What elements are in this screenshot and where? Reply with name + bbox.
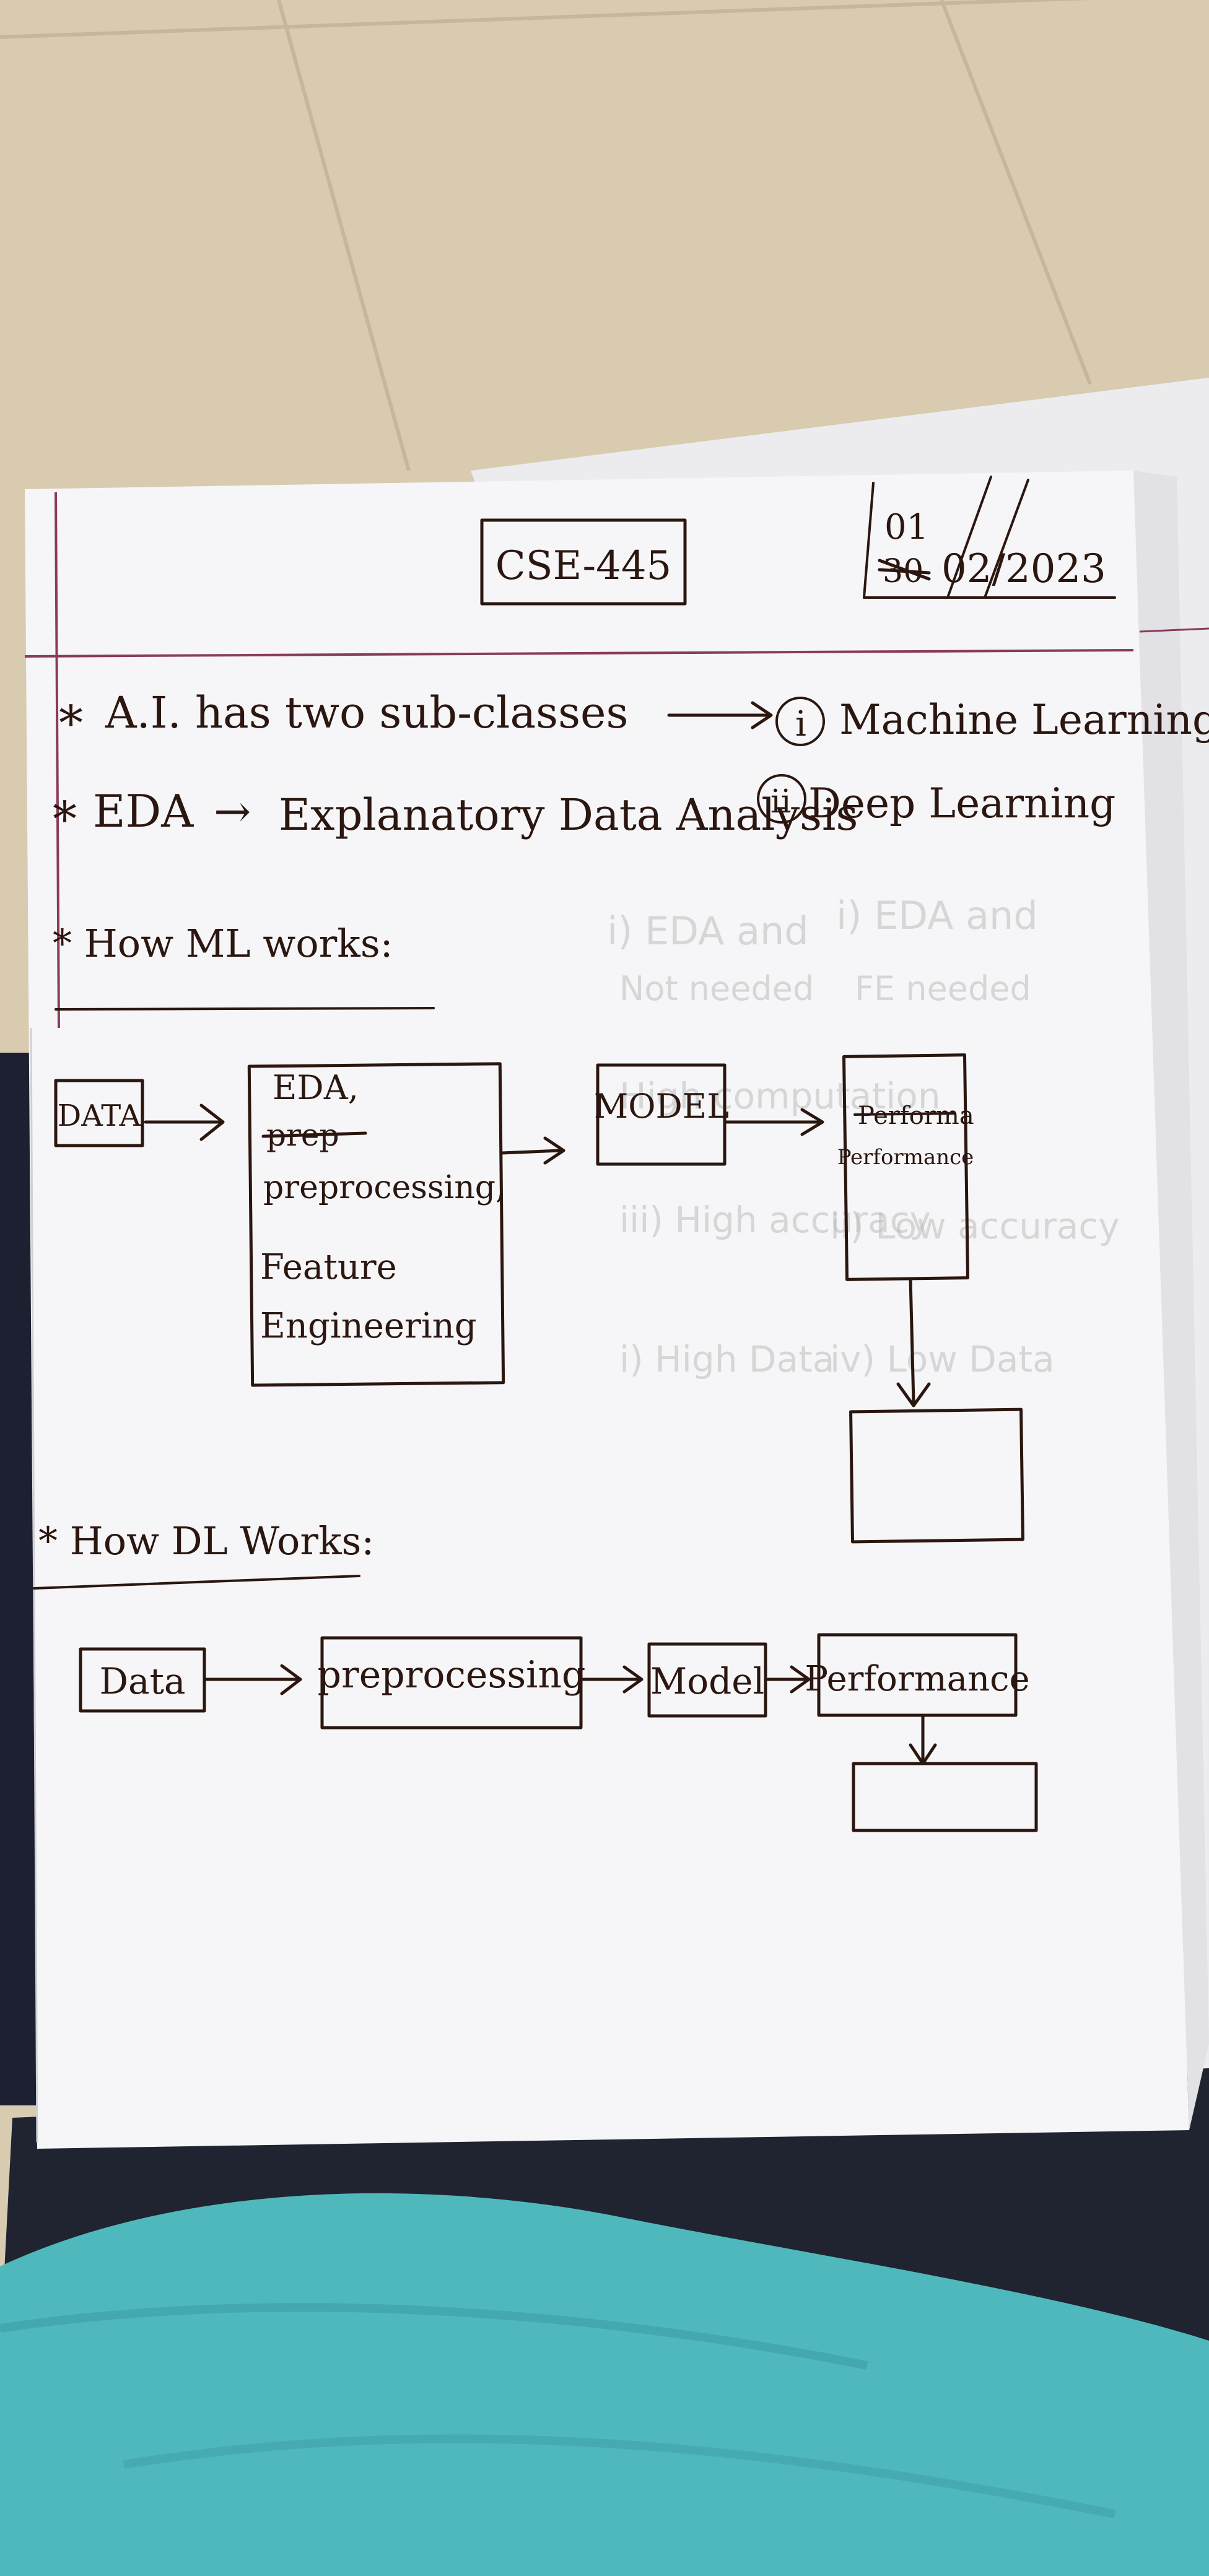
course-code-box	[480, 518, 687, 606]
ml-flow-diagram: DATA EDA, prep preprocessing, Feature En…	[54, 1053, 1024, 1544]
bleed-through: i) EDA and i) EDA and Not needed FE need…	[607, 893, 1120, 1380]
cloth-fold	[123, 2434, 1116, 2518]
dl-data-label: Data	[100, 1660, 186, 1702]
date-block: 01 30 02/2023	[863, 476, 1116, 599]
dl-performance-box	[817, 1633, 1018, 1717]
ml-model-box	[596, 1063, 727, 1166]
option-marker-circle	[757, 774, 806, 824]
option1-machine-learning: Machine Learning	[839, 696, 1209, 744]
ml-data-box	[54, 1079, 144, 1147]
arrow-head	[896, 1382, 931, 1408]
header-line-ext	[1139, 627, 1209, 633]
ml-process-engineering: Engineering	[260, 1306, 477, 1346]
date-day: 01	[884, 507, 928, 547]
cloth-fold	[0, 2303, 868, 2370]
ml-heading-underline	[55, 1007, 435, 1011]
option2-marker: ii	[770, 783, 791, 820]
bullet-star: *	[53, 792, 77, 848]
dl-output-box	[852, 1762, 1038, 1832]
arrow-glyph: →	[214, 785, 251, 837]
dl-model-box	[647, 1642, 767, 1718]
margin-line	[30, 1027, 38, 2143]
option1-marker: i	[795, 704, 806, 744]
ml-process-feature: Feature	[260, 1247, 397, 1287]
svg-text:Not needed: Not needed	[619, 969, 814, 1008]
option2-deep-learning: Deep Learning	[808, 780, 1115, 827]
bullet-star: *	[59, 696, 83, 752]
ai-subclasses-note: * A.I. has two sub-classes i Machine Lea…	[59, 687, 1209, 827]
ml-output-box	[849, 1408, 1024, 1544]
svg-text:ii) Low accuracy: ii) Low accuracy	[830, 1205, 1120, 1247]
ml-performance-box	[842, 1053, 970, 1281]
date-rest: 02/2023	[941, 546, 1106, 592]
margin-line	[55, 492, 60, 1029]
dl-preprocessing-label: preprocessing	[318, 1653, 586, 1697]
arrow-head	[751, 701, 773, 729]
eda-note: * EDA → Explanatory Data Analysis	[53, 785, 858, 848]
ml-performance-struck: Performa	[858, 1102, 974, 1130]
arrow-shaft	[500, 1149, 562, 1155]
dl-section-heading: * How DL Works:	[38, 1518, 374, 1564]
dl-flow-diagram: Data preprocessing Model Performance	[79, 1633, 1038, 1832]
arrow-head	[622, 1665, 644, 1694]
eda-abbr: EDA	[93, 785, 194, 837]
arrow-shaft	[909, 1277, 915, 1404]
strikethrough-mark	[853, 1112, 955, 1116]
floor-tile-seam	[0, 0, 1088, 39]
ai-subclasses-text: A.I. has two sub-classes	[105, 687, 628, 738]
floor-tile-seam	[940, 0, 1092, 385]
ml-process-box	[247, 1062, 505, 1387]
ml-process-eda: EDA,	[273, 1068, 359, 1107]
dl-preprocessing-box	[320, 1636, 583, 1730]
dl-performance-label: Performance	[805, 1659, 1029, 1699]
floor-tile-seam	[277, 0, 411, 471]
option-marker-circle	[775, 697, 825, 746]
svg-text:iii) High accuracy: iii) High accuracy	[619, 1199, 931, 1241]
ml-data-label: DATA	[58, 1099, 142, 1133]
svg-text:High computation: High computation	[619, 1075, 941, 1117]
page-stack	[1133, 471, 1209, 2130]
header-line	[24, 649, 1134, 658]
ml-section-heading: * How ML works:	[53, 921, 393, 966]
svg-text:FE needed: FE needed	[855, 969, 1031, 1008]
svg-text:i) High Data: i) High Data	[619, 1338, 834, 1380]
svg-text:i) EDA and: i) EDA and	[836, 893, 1038, 938]
notebook-page	[25, 471, 1189, 2149]
ml-model-label: MODEL	[594, 1087, 729, 1126]
arrow-head	[543, 1136, 565, 1165]
svg-text:i) EDA and: i) EDA and	[607, 908, 809, 954]
arrow-head	[199, 1103, 225, 1141]
course-code: CSE-445	[495, 543, 672, 589]
strikethrough-mark	[261, 1131, 367, 1138]
dl-model-label: Model	[650, 1660, 764, 1702]
arrow-head	[800, 1108, 824, 1136]
svg-text:iv) Low Data: iv) Low Data	[830, 1338, 1055, 1380]
strikethrough-mark	[878, 559, 931, 581]
eda-expansion: Explanatory Data Analysis	[279, 790, 858, 840]
arrow-head	[790, 1665, 811, 1694]
dl-heading-underline	[33, 1575, 360, 1590]
arrow-head	[280, 1664, 302, 1695]
ml-performance-label: Performance	[837, 1145, 974, 1170]
ml-process-preprocessing: preprocessing,	[263, 1169, 506, 1206]
